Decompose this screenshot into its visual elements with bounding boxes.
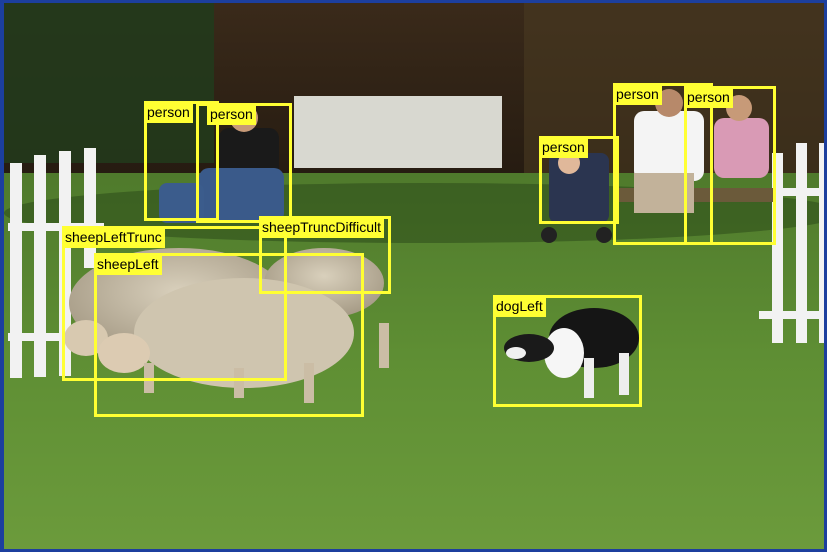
detection-box-dog: dogLeft — [493, 295, 642, 407]
detection-box-person: person — [539, 136, 619, 224]
detection-label: person — [613, 83, 662, 105]
dog-shape — [504, 308, 639, 398]
detection-box-person: person — [684, 86, 776, 245]
sheep-shapes — [64, 248, 389, 403]
detection-box-person: person — [613, 83, 713, 245]
detection-label: person — [207, 103, 256, 125]
detection-label: sheepLeft — [94, 253, 162, 275]
detection-label: person — [684, 86, 733, 108]
sign-board — [294, 96, 502, 168]
detection-label: person — [539, 136, 588, 158]
detection-box-person: person — [144, 101, 219, 221]
detection-box-sheep: sheepLeft — [94, 253, 364, 417]
fence-right — [759, 143, 824, 343]
detection-label: sheepLeftTrunc — [62, 226, 165, 248]
detection-label: person — [144, 101, 193, 123]
detection-box-sheep: sheepLeftTrunc — [62, 226, 287, 381]
person-shapes — [159, 89, 769, 243]
background-foliage — [4, 3, 214, 163]
detection-box-person: person — [196, 103, 292, 223]
detection-label: dogLeft — [493, 295, 546, 317]
detection-label: sheepTruncDifficult — [259, 216, 385, 238]
